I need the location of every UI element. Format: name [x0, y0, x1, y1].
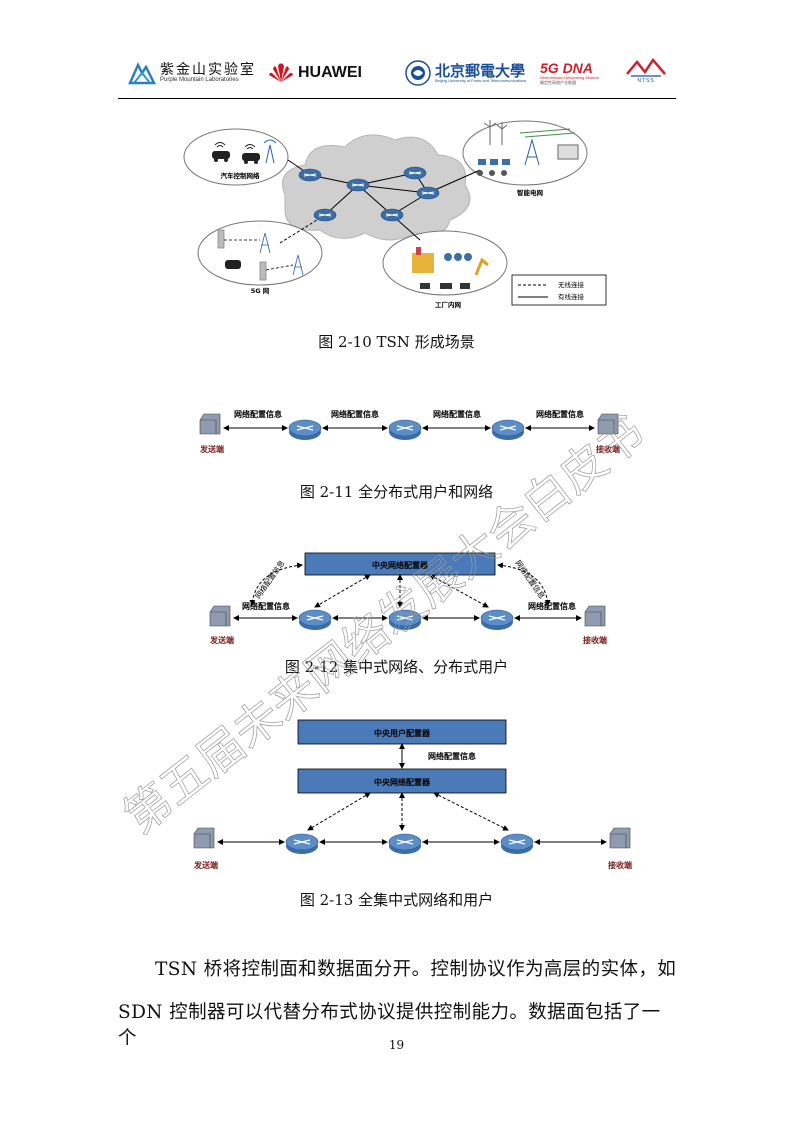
link-label-cuc-cnc: 网络配置信息 — [428, 751, 476, 761]
figure-2-11-diagram: 网络配置信息 网络配置信息 网络配置信息 网络配置信息 发送端 接收端 — [199, 409, 620, 454]
dashed-label-right: 网络配置信息 — [513, 558, 547, 601]
tower-icon — [263, 139, 277, 164]
factory-icons — [412, 247, 489, 289]
purple-mountain-en: Purple Mountain Laboratories — [160, 77, 239, 83]
bupt-cn: 北京郵電大學 — [435, 61, 526, 80]
bupt-logo: 北京郵電大學 Beijing University of Posts and T… — [405, 58, 526, 88]
ntsc-text: NTSS — [637, 78, 655, 84]
purple-mountain-cn: 紫金山实验室 — [160, 62, 256, 78]
dna-logo: 5G DNA Deterministic Networking Alliance… — [540, 58, 599, 88]
bupt-en: Beijing University of Posts and Telecomm… — [435, 77, 527, 83]
factory-label: 工厂内网 — [435, 300, 462, 309]
huawei-logo: HUAWEI — [268, 58, 362, 88]
5g-towers — [217, 229, 304, 281]
purple-mountain-icon — [128, 62, 156, 85]
figure-2-10-caption: 图 2-10 TSN 形成场景 — [318, 333, 475, 351]
cnc-label: 中央网络配置器 — [374, 777, 431, 787]
grid-label: 智能电网 — [517, 188, 544, 197]
sender-label: 发送端 — [209, 635, 234, 645]
dashed-label-left: 网络配置信息 — [253, 558, 287, 601]
cnc-box — [297, 768, 507, 794]
ntsc-logo: NTSS — [625, 58, 667, 88]
car-network-bubble — [183, 128, 289, 186]
vr-headset-icon — [225, 260, 241, 269]
link-label-4: 网络配置信息 — [536, 409, 584, 419]
dna-wordmark: 5G DNA — [540, 59, 593, 76]
link-label-2: 网络配置信息 — [331, 409, 379, 419]
link-label-1: 网络配置信息 — [234, 409, 282, 419]
grid-devices — [477, 159, 510, 176]
receiver-label: 接收端 — [596, 444, 620, 454]
body-line-2: SDN 控制器可以代替分布式协议提供控制能力。数据面包括了一个 — [118, 1002, 661, 1049]
car-network-label: 汽车控制网络 — [221, 171, 261, 180]
dna-sub: Deterministic Networking Alliance — [540, 74, 600, 80]
legend-wired-label: 有线连接 — [558, 292, 585, 301]
figure-2-12-diagram: 中央网络配置器 网络配置信息 网络配置信息 网络配置信息 网络配置信息 发送端 … — [209, 552, 607, 645]
g5-label: 5G 网 — [251, 287, 270, 295]
link-label-right: 网络配置信息 — [528, 601, 576, 611]
dna-cn: 确定性网络产业联盟 — [540, 79, 576, 85]
body-line-1: TSN 桥将控制面和数据面分开。控制协议作为高层的实体，如 — [155, 959, 677, 980]
factory-bubble — [382, 230, 508, 296]
page-number: 19 — [388, 1038, 405, 1052]
legend-wireless-label: 无线连接 — [558, 280, 585, 289]
wind-turbine-icons — [483, 120, 579, 166]
figure-2-13-caption: 图 2-13 全集中式网络和用户 — [299, 891, 494, 909]
header-rule — [118, 98, 676, 99]
figure-2-10-diagram: 汽车控制网络 智能电网 5G 网 工厂内网 — [183, 120, 607, 309]
huawei-wordmark: HUAWEI — [298, 64, 362, 81]
receiver-label: 接收端 — [583, 635, 607, 645]
sender-label: 发送端 — [193, 860, 218, 870]
cuc-label: 中央用户配置器 — [374, 728, 431, 738]
figure-2-13-diagram: 中央用户配置器 网络配置信息 中央网络配置器 发送端 接收端 — [193, 719, 632, 870]
ntsc-wave-icon — [626, 58, 666, 77]
purple-mountain-logo: 紫金山实验室 Purple Mountain Laboratories — [128, 58, 256, 88]
receiver-label: 接收端 — [608, 860, 632, 870]
huawei-flower-icon — [269, 63, 293, 82]
link-label-3: 网络配置信息 — [433, 409, 481, 419]
cnc-label: 中央网络配置器 — [372, 560, 429, 570]
car-icons — [212, 142, 260, 164]
figure-2-12-caption: 图 2-12 集中式网络、分布式用户 — [284, 658, 509, 676]
grid-bubble — [462, 120, 588, 186]
link-label-left: 网络配置信息 — [242, 601, 290, 611]
sender-label: 发送端 — [199, 444, 224, 454]
legend: 无线连接 有线连接 — [511, 274, 607, 306]
figure-2-11-caption: 图 2-11 全分布式用户和网络 — [299, 483, 494, 501]
bupt-seal-icon — [405, 60, 431, 86]
